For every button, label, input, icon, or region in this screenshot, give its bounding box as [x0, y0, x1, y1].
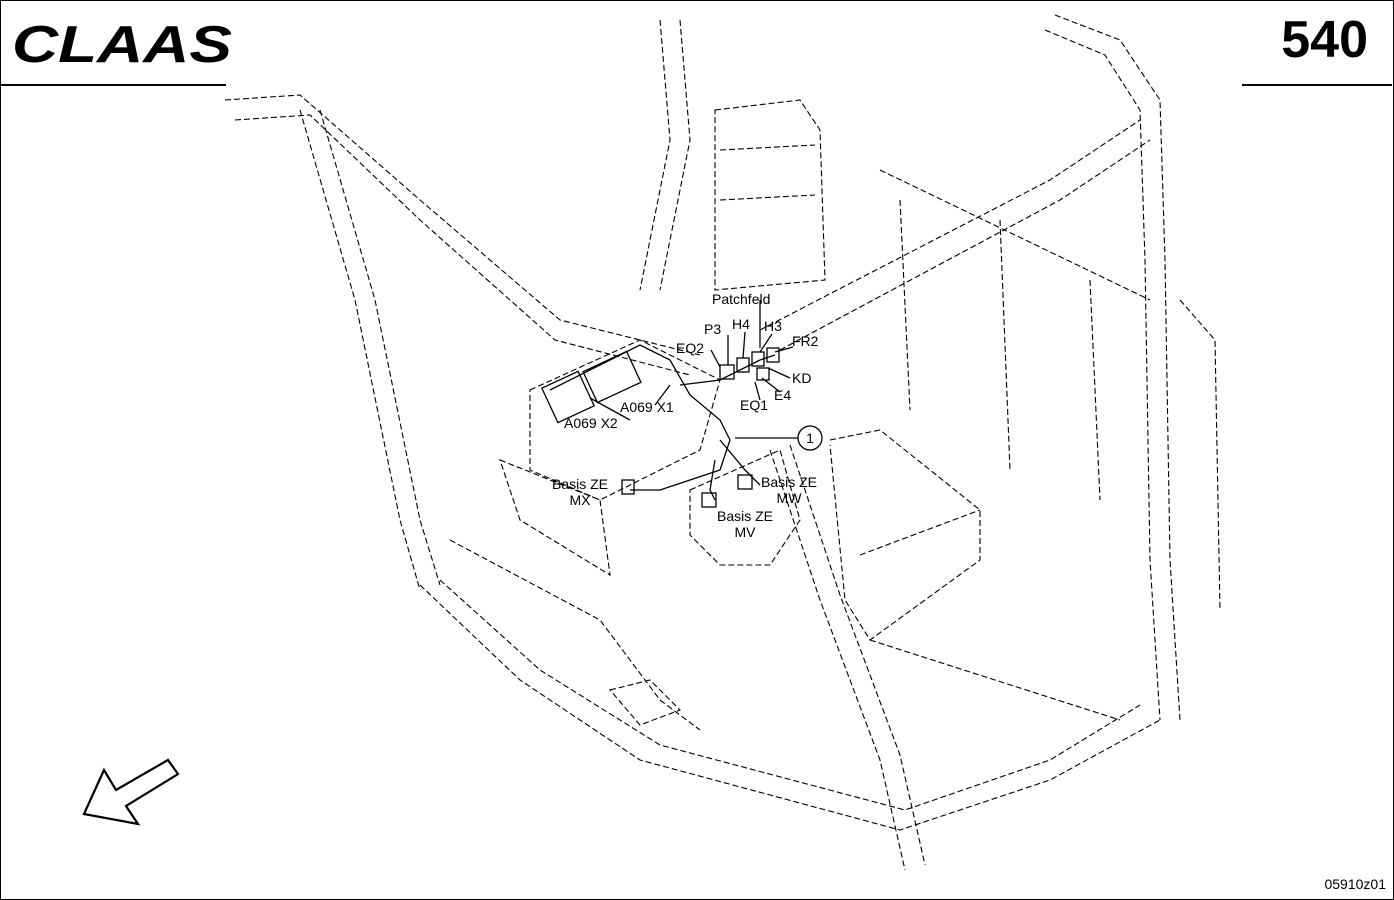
left-console	[499, 339, 721, 577]
label-basis-ze-mw: Basis ZE MW	[754, 474, 824, 506]
label-basis-ze-mw-line2: MW	[776, 490, 802, 506]
brand-logo-text: CLAAS	[12, 20, 232, 70]
callout-1-circle	[797, 425, 823, 451]
connector-p3	[719, 364, 735, 380]
connector-fr2	[766, 347, 780, 363]
label-basis-ze-mx-line1: Basis ZE	[551, 476, 608, 492]
label-basis-ze-mv-line2: MV	[734, 524, 756, 540]
frame-front-pillar	[769, 444, 926, 871]
wiring-harness-branch-mw	[719, 439, 761, 486]
connector-basis-ze-mv	[701, 492, 717, 508]
header-rule-right	[1242, 84, 1392, 86]
label-h3: H3	[764, 318, 782, 334]
label-a069-x1: A069 X1	[620, 399, 674, 415]
label-a069-x2: A069 X2	[564, 415, 618, 431]
frame-right-arch	[1044, 14, 1181, 721]
connector-basis-ze-mx	[621, 479, 635, 495]
label-kd: KD	[792, 370, 812, 386]
label-eq1: EQ1	[740, 397, 769, 413]
frame-left-pillar	[299, 109, 441, 591]
drawing-reference: 05910z01	[1324, 876, 1386, 892]
connector-a069-x2	[540, 370, 596, 424]
frame-roof-beam	[759, 119, 1151, 351]
label-basis-ze-mv: Basis ZE MV	[710, 508, 780, 540]
label-leaders	[589, 300, 798, 439]
center-console	[689, 449, 801, 566]
header-rule-left	[0, 84, 226, 86]
label-patchfeld: Patchfeld	[712, 291, 771, 307]
wiring-harness	[549, 344, 731, 491]
frame-rear-pillar	[639, 19, 691, 291]
frame-top-left-beam	[224, 94, 701, 376]
claas-logo: CLAAS	[12, 20, 232, 70]
label-basis-ze-mw-line1: Basis ZE	[760, 474, 817, 490]
label-e4: E4	[774, 387, 792, 403]
label-basis-ze-mx: Basis ZE MX	[545, 476, 615, 508]
label-callout-1: 1	[806, 430, 814, 446]
page-number: 540	[1281, 11, 1368, 69]
connector-basis-ze-mw	[737, 474, 753, 490]
frame-floor-curve	[419, 579, 1161, 831]
connector-h3	[751, 351, 765, 367]
label-eq2: EQ2	[676, 340, 705, 356]
connector-a069-x1	[582, 350, 642, 404]
floor-plate	[449, 539, 1121, 731]
label-h4: H4	[732, 316, 750, 332]
direction-arrow-icon	[82, 758, 180, 826]
label-p3: P3	[704, 321, 722, 337]
label-basis-ze-mv-line1: Basis ZE	[716, 508, 773, 524]
connector-e4	[756, 367, 770, 381]
wiring-harness-branch-mv	[709, 459, 716, 501]
control-unit-box	[829, 429, 981, 641]
patchfeld-box	[714, 99, 826, 291]
label-basis-ze-mx-line2: MX	[569, 492, 591, 508]
label-fr2: FR2	[792, 333, 819, 349]
rear-wall-panels	[879, 169, 1221, 611]
